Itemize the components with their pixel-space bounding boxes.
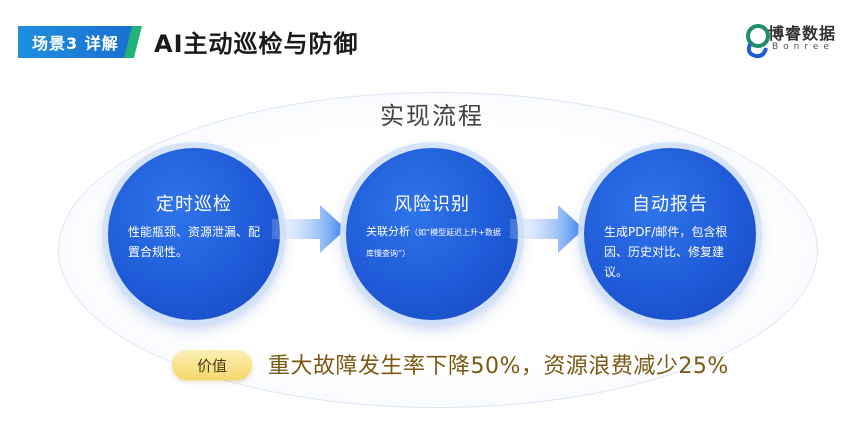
step-title: 风险识别 (394, 194, 470, 215)
scene-badge-label: 场景3 详解 (32, 34, 119, 53)
step-title: 自动报告 (632, 194, 708, 215)
step-risk-identification: 风险识别 关联分析（如“模型延迟上升+数据库慢查询”） (346, 148, 518, 320)
step-auto-report: 自动报告 生成PDF/邮件，包含根因、历史对比、修复建议。 (584, 148, 756, 320)
value-label: 价值 (196, 356, 227, 375)
logo-english: Bonree (772, 42, 834, 52)
value-tag: 价值 (172, 350, 252, 380)
step-description: 关联分析（如“模型延迟上升+数据库慢查询”） (366, 222, 504, 264)
page-title: AI主动巡检与防御 (154, 30, 359, 58)
bonree-logo-icon (746, 24, 770, 59)
logo-name: 博睿数据 (768, 24, 837, 43)
scene-badge: 场景3 详解 (18, 26, 136, 58)
step-description: 生成PDF/邮件，包含根因、历史对比、修复建议。 (604, 225, 728, 279)
value-statement: 重大故障发生率下降50%，资源浪费减少25% (268, 354, 729, 379)
step-description-main: 关联分析 (366, 225, 410, 238)
step-scheduled-inspection: 定时巡检 性能瓶颈、资源泄漏、配置合规性。 (108, 148, 280, 320)
step-title: 定时巡检 (156, 194, 232, 215)
arrow-right-icon (272, 205, 346, 253)
section-title: 实现流程 (380, 102, 484, 130)
step-description: 性能瓶颈、资源泄漏、配置合规性。 (128, 225, 261, 259)
arrow-right-icon (510, 205, 584, 253)
step-description-note: （如“模型延迟上升+数据库慢查询”） (366, 228, 501, 258)
